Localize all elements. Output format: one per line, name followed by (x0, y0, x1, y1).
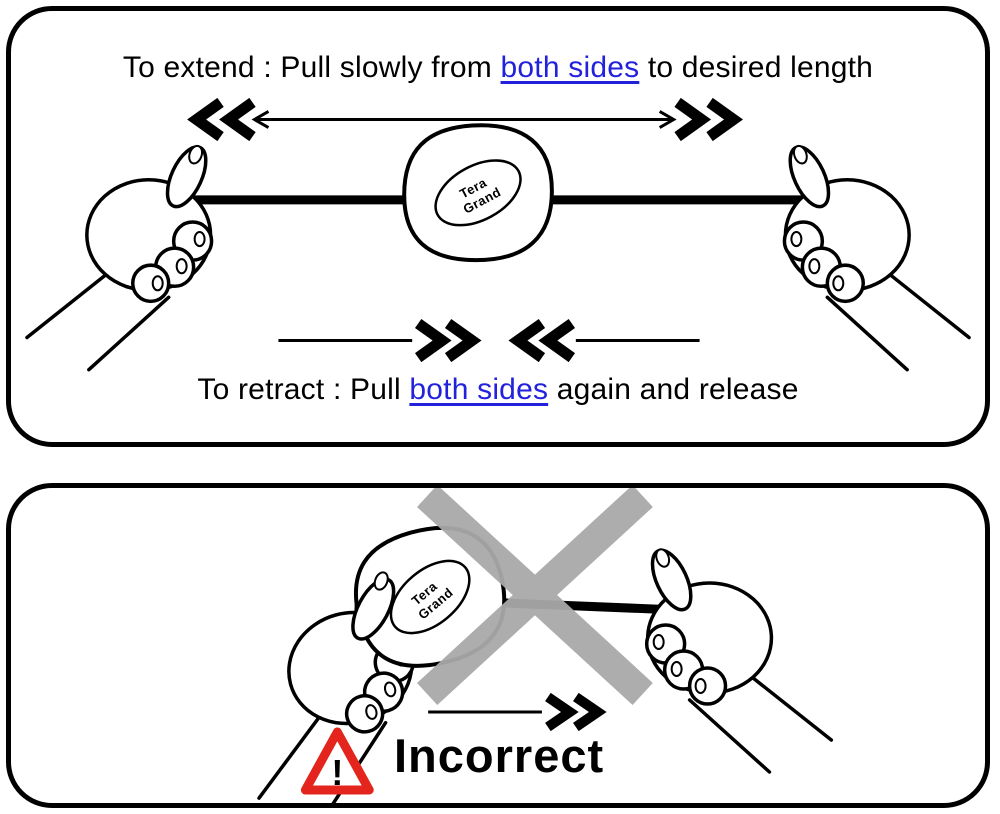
chevron-left-icon (538, 318, 576, 363)
chevron-right-icon (674, 97, 712, 142)
cable-reel: Tera Grand (402, 123, 554, 263)
arrowhead-right-icon (658, 110, 677, 129)
brand-oval: Tera Grand (389, 559, 471, 635)
warning-triangle-icon: ! (300, 727, 374, 795)
extend-instruction-prefix: To extend : Pull slowly from (122, 51, 501, 84)
brand-oval: Tera Grand (434, 159, 522, 227)
extend-double-arrow (187, 97, 744, 142)
left-hand-illustration (25, 139, 216, 372)
retract-instruction-prefix: To retract : Pull (197, 373, 410, 406)
warning-triangle-outline (300, 727, 374, 795)
incorrect-illustration: Tera Grand (206, 488, 834, 803)
incorrect-usage-panel: Tera Grand (6, 483, 990, 808)
chevron-left-icon (219, 97, 256, 142)
chevron-right-icon (545, 692, 579, 732)
cross-stroke (417, 488, 653, 706)
pull-arrow (428, 692, 607, 732)
cable-reel: Tera Grand (353, 525, 507, 668)
brand-text: Tera Grand (454, 171, 504, 217)
extend-retract-panel: To extend : Pull slowly from both sides … (6, 6, 990, 447)
chevron-right-icon (414, 318, 452, 363)
extend-retract-illustration: Tera Grand (25, 97, 971, 372)
brand-oval-outline (434, 159, 522, 227)
thumb-over-reel (351, 571, 396, 641)
retract-instruction-suffix: again and release (548, 373, 799, 406)
chevron-right-icon (706, 97, 744, 142)
brand-oval-outline (389, 559, 471, 635)
chevron-left-icon (508, 318, 546, 363)
warning-exclamation: ! (331, 752, 343, 793)
chevron-right-icon (573, 692, 607, 732)
arrowhead-left-icon (251, 110, 270, 129)
gray-cross-icon (417, 488, 653, 706)
chevron-left-icon (187, 97, 224, 142)
right-hand-illustration (642, 542, 834, 774)
right-hand-illustration (780, 139, 971, 372)
chevron-right-icon (444, 318, 482, 363)
retract-arrow-right (508, 318, 700, 363)
retract-instruction: To retract : Pull both sides again and r… (11, 373, 985, 407)
extend-instruction-highlight: both sides (500, 51, 640, 84)
extend-instruction: To extend : Pull slowly from both sides … (11, 51, 985, 85)
retract-instruction-highlight: both sides (409, 373, 549, 406)
incorrect-label: Incorrect (394, 729, 605, 782)
retract-arrow-left (278, 318, 482, 363)
extend-instruction-suffix: to desired length (639, 51, 874, 84)
